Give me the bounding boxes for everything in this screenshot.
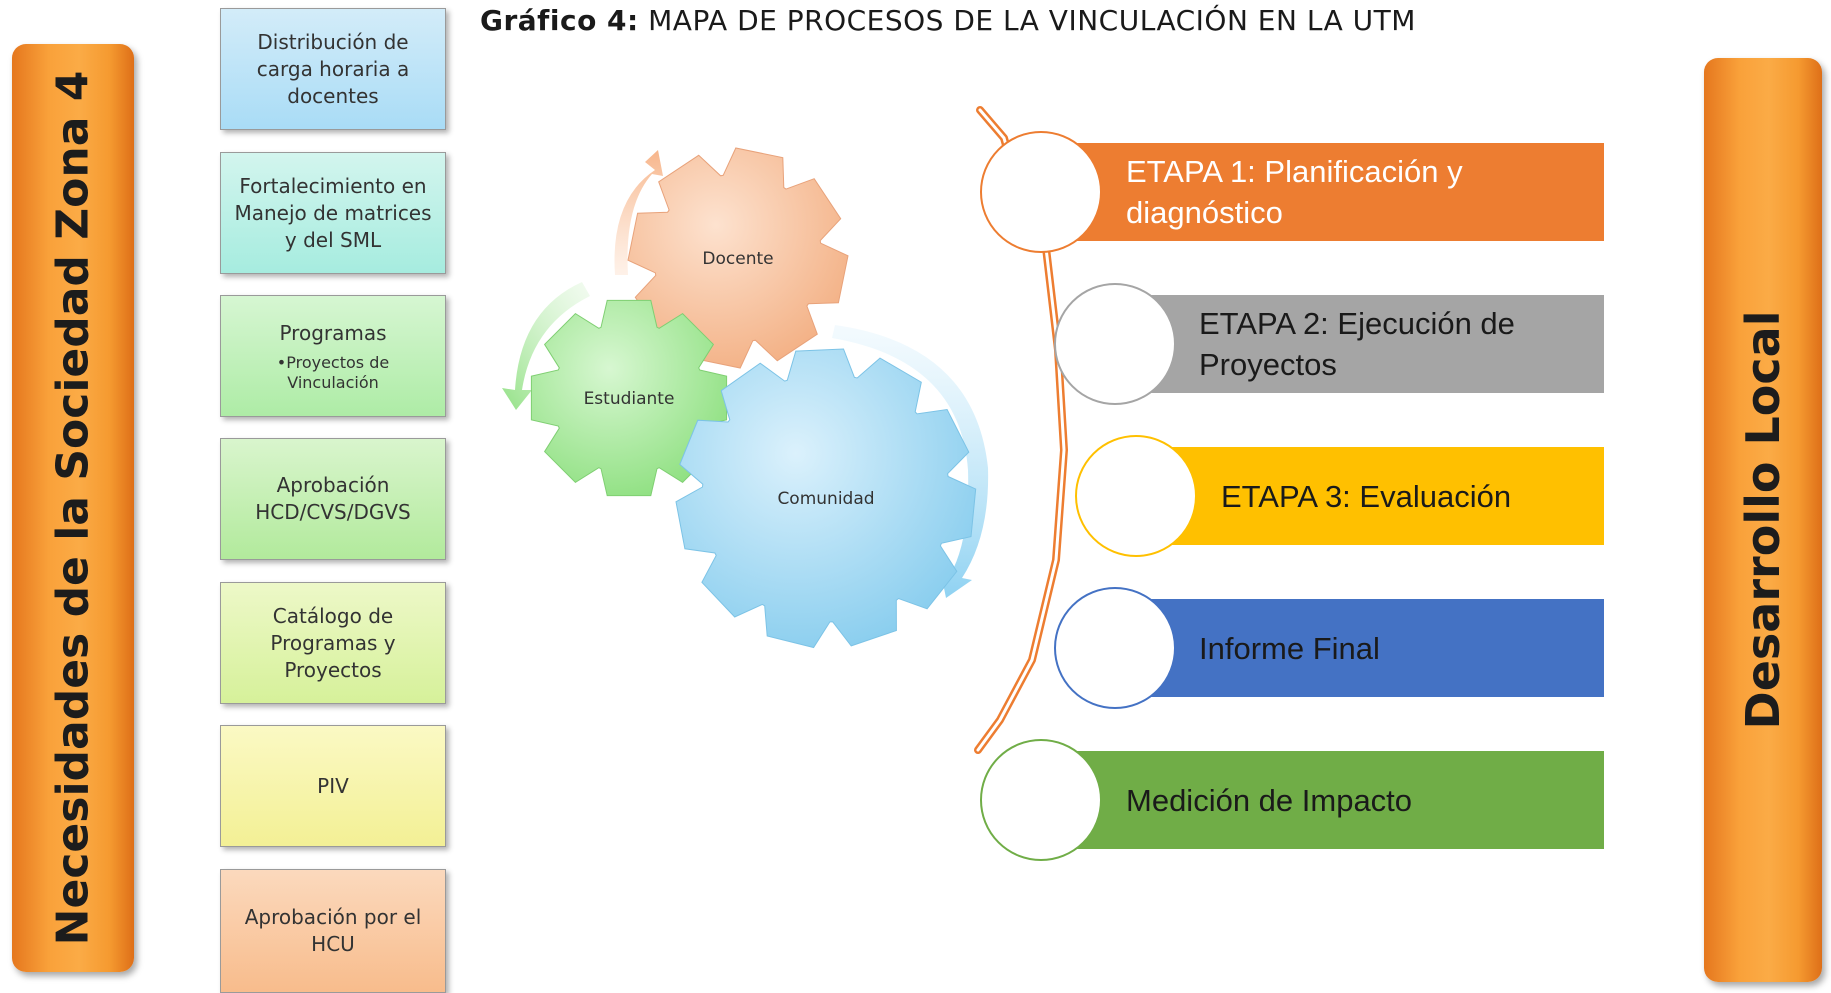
process-step-box: Programas •Proyectos de Vinculación bbox=[220, 295, 446, 417]
right-bar-label: Desarrollo Local bbox=[1736, 310, 1790, 730]
process-step-label: Aprobación por el HCU bbox=[244, 905, 422, 956]
gear-comunidad-label: Comunidad bbox=[777, 489, 874, 509]
process-step-label: PIV bbox=[317, 773, 349, 798]
stage-bar: ETAPA 3: Evaluación bbox=[1136, 447, 1604, 545]
arrow-blue-icon bbox=[832, 325, 989, 598]
stage-label: ETAPA 2: Ejecución de Proyectos bbox=[1199, 306, 1515, 382]
stage-label: ETAPA 3: Evaluación bbox=[1221, 478, 1512, 514]
title-rest: MAPA DE PROCESOS DE LA VINCULACIÓN EN LA… bbox=[638, 4, 1416, 37]
stage-circle-icon bbox=[980, 739, 1102, 861]
left-bar-label: Necesidades de la Sociedad Zona 4 bbox=[47, 70, 99, 946]
stage-label: ETAPA 1: Planificación y diagnóstico bbox=[1126, 154, 1463, 230]
gear-estudiante-label: Estudiante bbox=[584, 389, 675, 409]
gears-diagram: Docente Estudiante Comunidad bbox=[502, 147, 989, 649]
stage-circle-icon bbox=[1054, 283, 1176, 405]
page-title: Gráfico 4: MAPA DE PROCESOS DE LA VINCUL… bbox=[480, 4, 1480, 37]
process-step-box: Aprobación HCD/CVS/DGVS bbox=[220, 438, 446, 560]
stage-bar: ETAPA 2: Ejecución de Proyectos bbox=[1115, 295, 1604, 393]
process-step-label: Aprobación HCD/CVS/DGVS bbox=[255, 473, 411, 524]
stage-bar: Informe Final bbox=[1115, 599, 1604, 697]
process-step-box: Aprobación por el HCU bbox=[220, 869, 446, 993]
process-step-box: Fortalecimiento en Manejo de matrices y … bbox=[220, 152, 446, 274]
process-step-label: Fortalecimiento en Manejo de matrices y … bbox=[234, 173, 432, 252]
process-step-box: Distribución de carga horaria a docentes bbox=[220, 8, 446, 130]
process-step-box: Catálogo de Programas y Proyectos bbox=[220, 582, 446, 704]
process-step-sublabel: •Proyectos de Vinculación bbox=[276, 352, 390, 392]
process-step-box: PIV bbox=[220, 725, 446, 847]
stage-bar: Medición de Impacto bbox=[1041, 751, 1604, 849]
stage-bar: ETAPA 1: Planificación y diagnóstico bbox=[1041, 143, 1604, 241]
process-step-label: Programas bbox=[279, 320, 387, 345]
stage-circle-icon bbox=[980, 131, 1102, 253]
gear-docente-label: Docente bbox=[702, 249, 773, 269]
arrow-green-icon bbox=[502, 282, 590, 410]
title-bold: Gráfico 4: bbox=[480, 4, 639, 37]
gear-comunidad-icon bbox=[675, 348, 977, 649]
stage-label: Informe Final bbox=[1199, 630, 1380, 666]
process-step-label: Catálogo de Programas y Proyectos bbox=[270, 603, 396, 682]
arrow-orange-icon bbox=[614, 150, 663, 275]
right-bar: Desarrollo Local bbox=[1704, 58, 1822, 982]
process-step-label: Distribución de carga horaria a docentes bbox=[256, 29, 410, 108]
stage-label: Medición de Impacto bbox=[1126, 782, 1413, 818]
left-bar: Necesidades de la Sociedad Zona 4 bbox=[12, 44, 134, 972]
stage-circle-icon bbox=[1054, 587, 1176, 709]
stage-circle-icon bbox=[1075, 435, 1197, 557]
gear-docente-icon bbox=[627, 147, 849, 369]
